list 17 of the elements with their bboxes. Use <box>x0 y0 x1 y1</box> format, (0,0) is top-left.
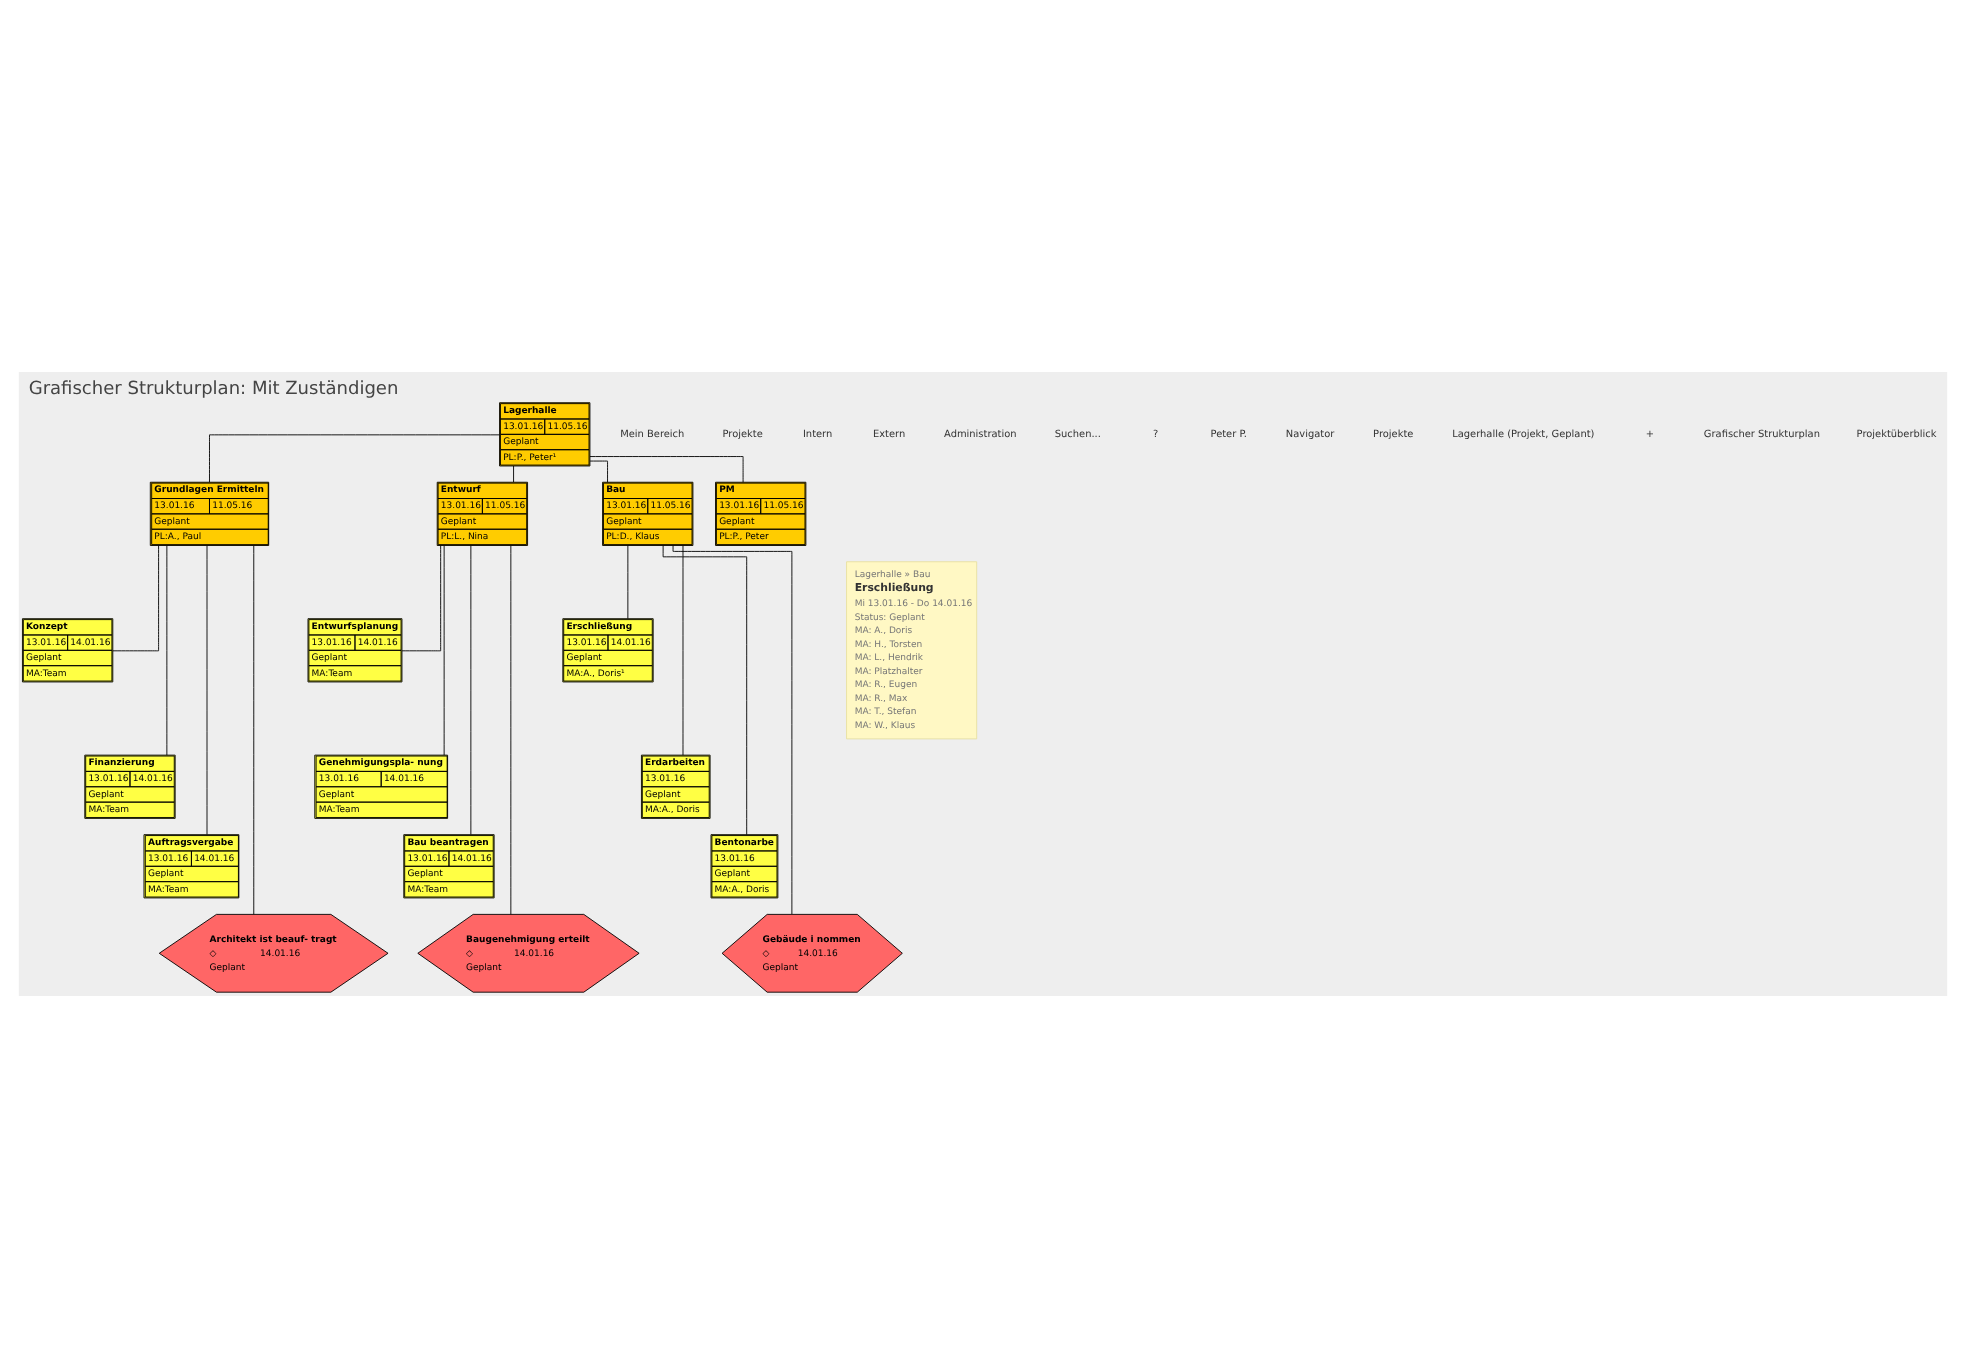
connector <box>589 456 744 483</box>
connector <box>443 545 445 756</box>
connector <box>470 545 472 835</box>
diagram-title: Grafischer Strukturplan: Mit Zuständigen <box>28 379 399 400</box>
connector <box>401 545 442 652</box>
connector <box>209 434 500 483</box>
connector <box>672 545 793 915</box>
connector <box>206 545 208 835</box>
connector <box>682 545 684 756</box>
connector <box>662 545 748 836</box>
connector <box>513 465 515 483</box>
connector <box>627 545 629 620</box>
connector <box>589 460 608 483</box>
connector <box>253 545 255 915</box>
connector <box>112 545 160 652</box>
connector <box>510 545 512 915</box>
connector <box>166 545 168 756</box>
